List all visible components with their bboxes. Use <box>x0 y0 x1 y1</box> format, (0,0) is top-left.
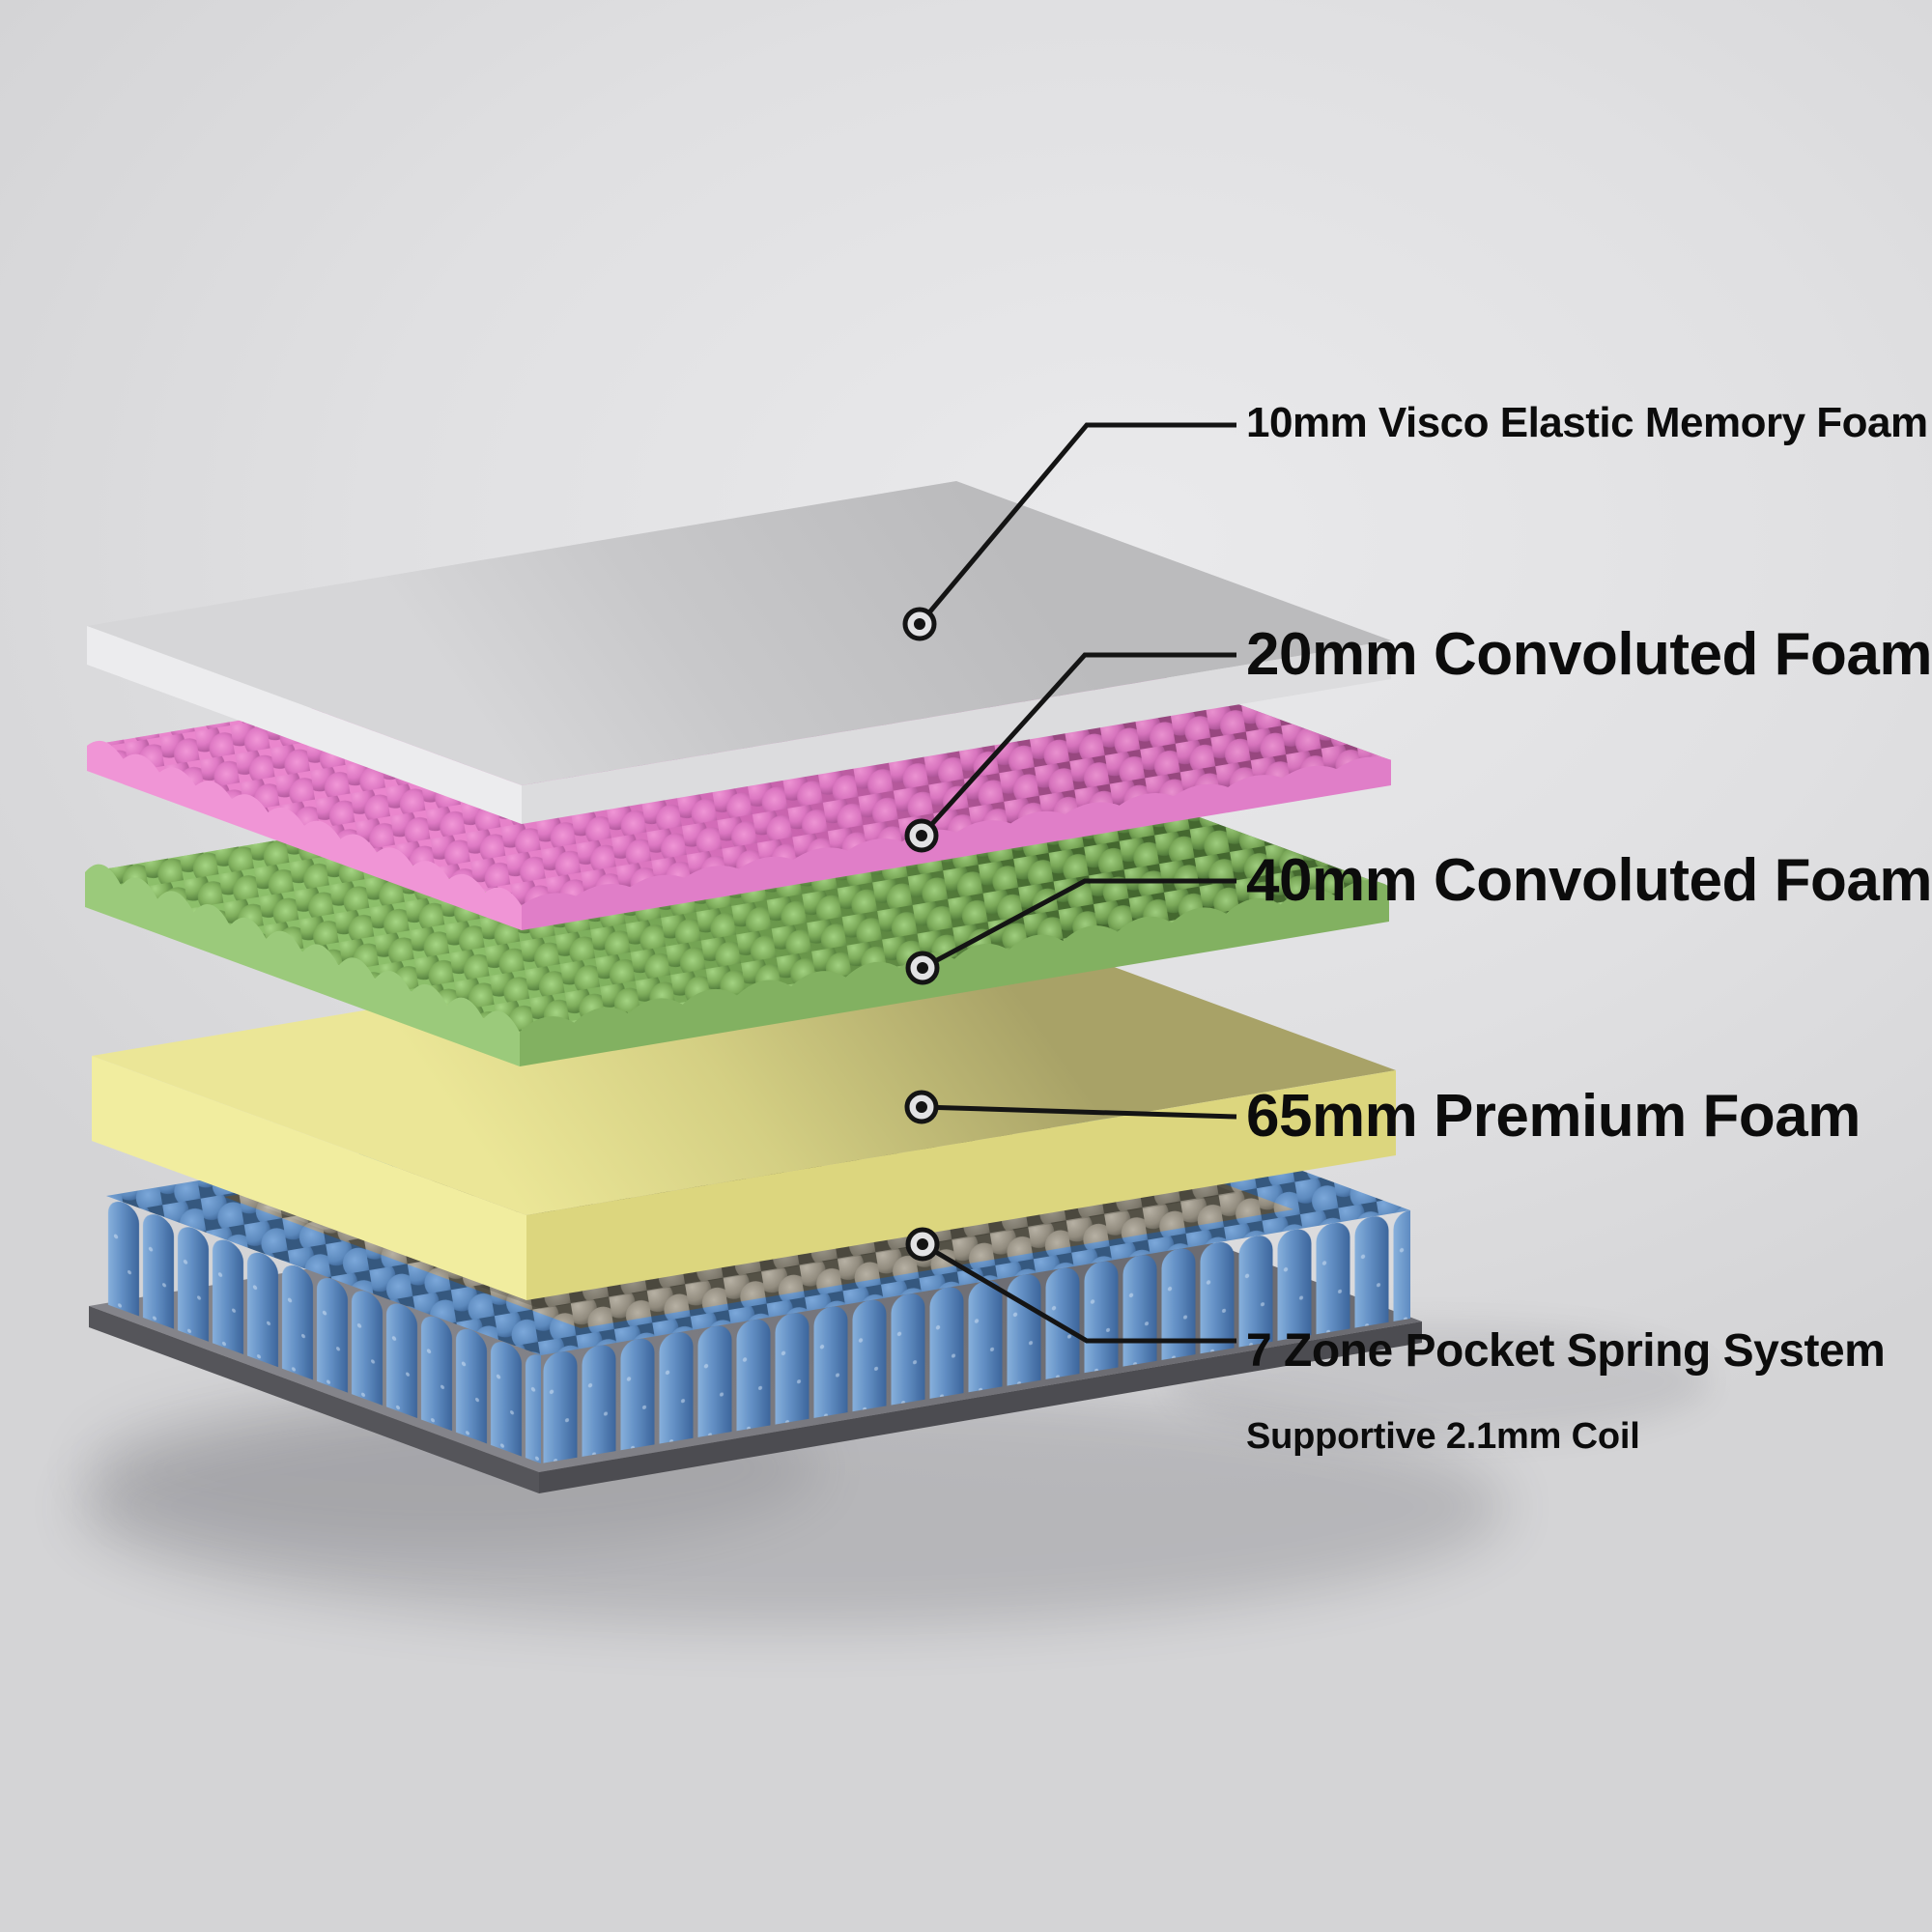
label-convoluted-40: 40mm Convoluted Foam <box>1246 847 1932 914</box>
pocket-coils-front-left <box>106 1196 541 1463</box>
leader-line-pocket-springs <box>921 1241 1236 1344</box>
leader-line-convoluted-20 <box>920 652 1236 838</box>
marker-convoluted-40-icon <box>905 951 940 985</box>
leader-line-memory-foam <box>918 422 1236 626</box>
label-memory-foam: 10mm Visco Elastic Memory Foam <box>1246 399 1928 446</box>
label-convoluted-20: 20mm Convoluted Foam <box>1246 621 1932 688</box>
layer-memory-foam-graphic <box>87 481 1391 824</box>
leader-line-convoluted-40 <box>921 878 1236 971</box>
label-pocket-springs-subtitle: Supportive 2.1mm Coil <box>1246 1416 1640 1457</box>
leader-line-premium-foam <box>921 1104 1237 1120</box>
marker-premium-foam-icon <box>904 1090 939 1124</box>
marker-pocket-springs-icon <box>905 1227 940 1262</box>
marker-convoluted-20-icon <box>904 818 939 853</box>
pocket-coils-front-right <box>541 1210 1410 1463</box>
label-premium-foam: 65mm Premium Foam <box>1246 1083 1861 1150</box>
layer-premium-foam-graphic <box>92 911 1396 1300</box>
label-pocket-springs: 7 Zone Pocket Spring System <box>1246 1325 1886 1377</box>
leader-markers <box>902 607 940 1262</box>
marker-memory-foam-icon <box>902 607 937 641</box>
leader-lines <box>918 422 1237 1344</box>
